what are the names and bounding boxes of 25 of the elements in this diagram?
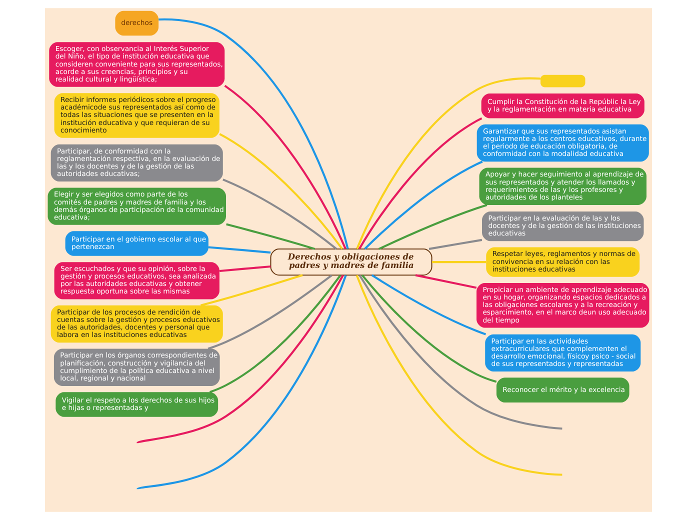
node-box xyxy=(540,74,585,88)
connector xyxy=(136,274,344,444)
connector xyxy=(355,274,562,476)
connector xyxy=(200,274,302,306)
connector xyxy=(222,178,337,250)
connector xyxy=(208,246,270,254)
connector xyxy=(158,18,348,250)
connector xyxy=(218,133,342,250)
connector xyxy=(358,274,562,430)
connector xyxy=(360,274,496,383)
connector xyxy=(364,160,482,250)
connector xyxy=(207,274,332,350)
connector xyxy=(414,274,476,289)
connector xyxy=(428,238,482,250)
connector xyxy=(208,274,341,394)
node-box: Derechos y obligaciones de padres y madres de familia xyxy=(270,248,432,276)
connector xyxy=(378,204,487,250)
connector xyxy=(219,266,270,272)
connector xyxy=(356,77,540,250)
connector xyxy=(370,274,486,336)
connector xyxy=(136,275,346,490)
connector xyxy=(224,84,346,250)
connector xyxy=(226,223,315,250)
connector xyxy=(358,117,482,250)
connector xyxy=(432,261,486,264)
